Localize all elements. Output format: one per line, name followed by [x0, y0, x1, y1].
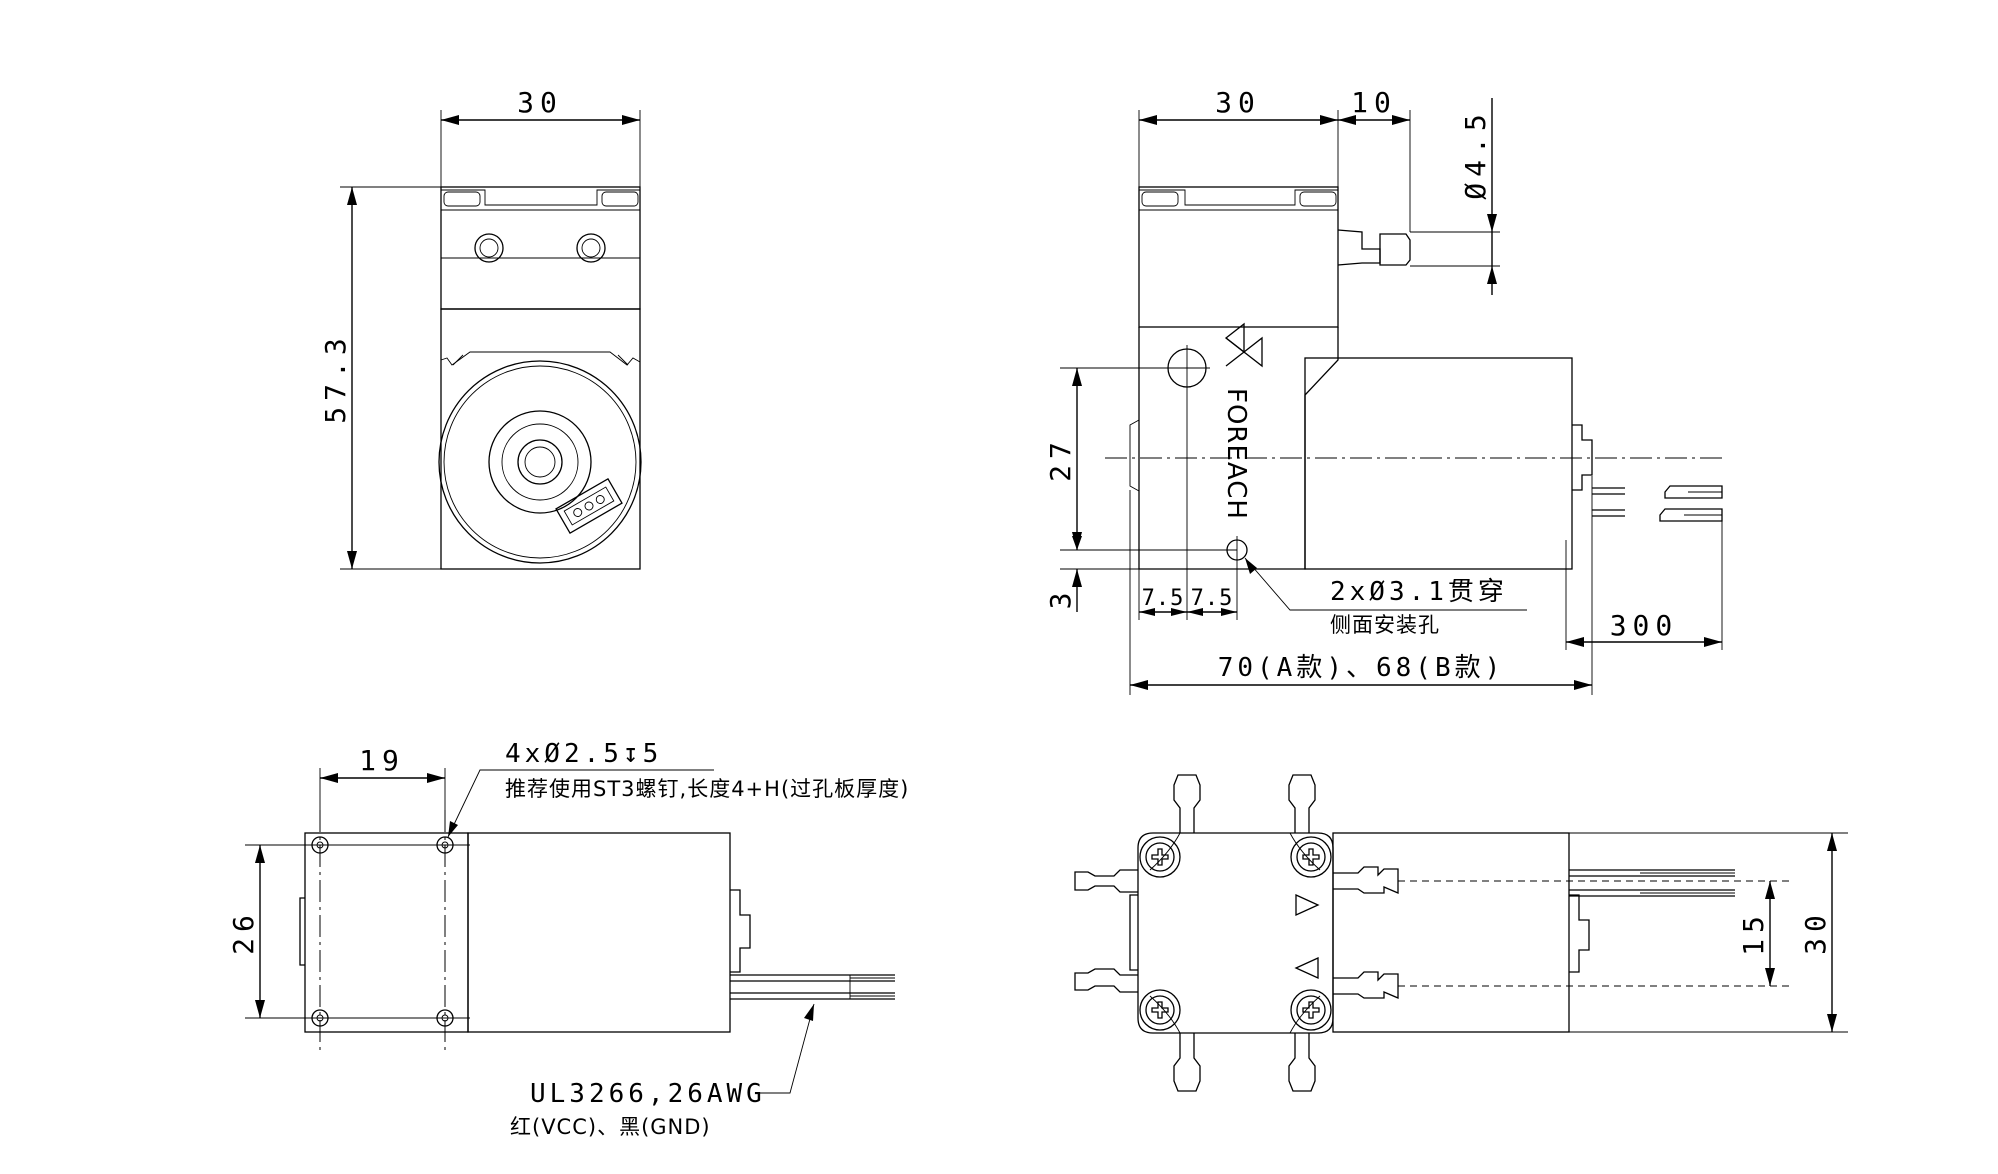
top-width-dim: 30	[1799, 909, 1832, 955]
side-hole-offset-dim: 3	[1044, 587, 1077, 610]
front-height-dim: 57.3	[319, 332, 352, 423]
top-screw-tr	[1290, 836, 1332, 878]
front-connector	[555, 477, 623, 535]
side-pump-head	[1138, 186, 1339, 328]
top-screw-tl	[1139, 836, 1181, 878]
side-port-dia-dim: Ø4.5	[1459, 108, 1492, 199]
front-view: 30 57.3	[319, 86, 642, 570]
bottom-mount-holes	[300, 810, 470, 1055]
bottom-view: 19 26 4xØ2.5↧5 推荐使用ST3螺钉,长度4+H(过孔板厚度) UL…	[227, 739, 909, 1139]
bottom-pitch-y-dim: 26	[227, 909, 260, 955]
bottom-pump-head	[304, 832, 469, 1033]
front-motor-face	[438, 360, 642, 564]
foreach-logo: FOREACH	[1221, 322, 1263, 520]
front-width-dim: 30	[517, 86, 563, 119]
side-hole-pitch-a: 7.5	[1142, 586, 1185, 611]
front-port-left	[474, 233, 504, 263]
side-width-dim: 30	[1215, 86, 1261, 119]
side-hole-pitch-b: 7.5	[1191, 586, 1234, 611]
bottom-screw-spec: 4xØ2.5↧5	[505, 739, 662, 769]
top-screw-bl	[1139, 989, 1181, 1031]
side-port-length-dim: 10	[1351, 86, 1397, 119]
side-lead-length-dim: 300	[1610, 609, 1679, 642]
bottom-pitch-x-dim: 19	[359, 744, 405, 777]
top-pump-head	[1137, 832, 1334, 1034]
front-port-right	[576, 233, 606, 263]
front-motor-housing	[440, 308, 641, 570]
bottom-screw-note: 推荐使用ST3螺钉,长度4+H(过孔板厚度)	[505, 777, 909, 801]
side-hole-note: 侧面安装孔	[1330, 613, 1440, 637]
side-port	[1337, 229, 1381, 266]
top-view: 15 30	[1074, 774, 1848, 1092]
bottom-wire-colors: 红(VCC)、黑(GND)	[510, 1115, 711, 1139]
logo-text: FOREACH	[1221, 388, 1251, 520]
top-port-pitch-dim: 15	[1737, 910, 1770, 956]
top-motor	[1332, 832, 1570, 1033]
side-view: FOREACH 30 10 Ø4.5 27 3	[1044, 86, 1723, 695]
bottom-wire-spec: UL3266,26AWG	[530, 1079, 766, 1109]
side-hole-spacing-dim: 27	[1044, 436, 1077, 482]
side-motor	[1304, 357, 1573, 570]
bottom-motor	[467, 832, 731, 1033]
side-total-length-dim: 70(A款)、68(B款)	[1218, 653, 1505, 683]
side-hole-spec: 2xØ3.1贯穿	[1330, 577, 1508, 607]
top-screw-br	[1290, 989, 1332, 1031]
